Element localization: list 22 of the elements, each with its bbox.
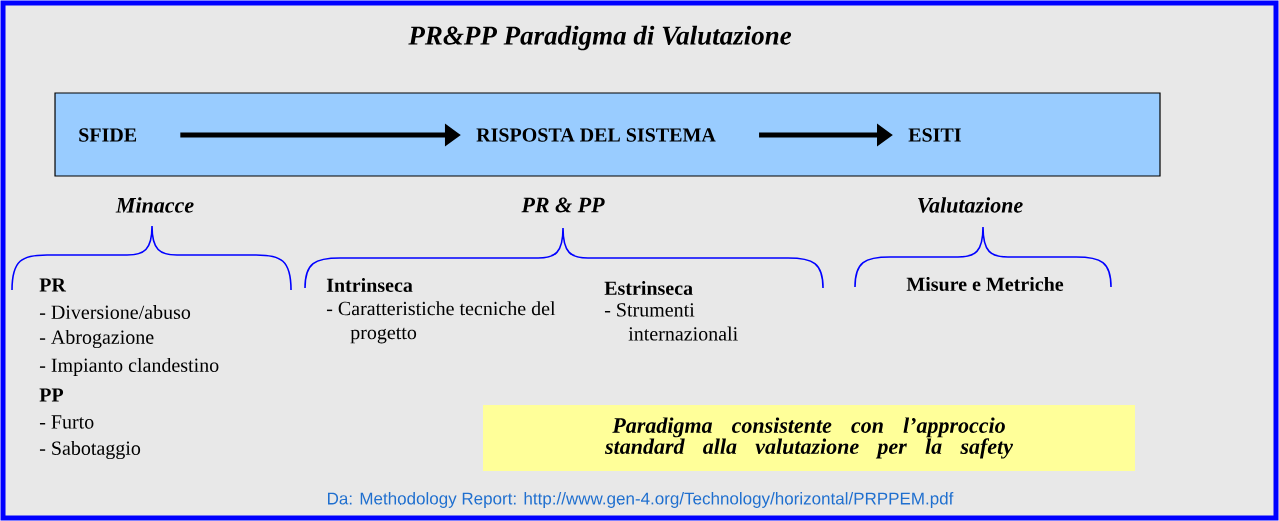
group-label: Misure e Metriche (906, 276, 1064, 292)
list-item: - Caratteristiche tecniche del progetto (326, 301, 556, 344)
list-item: - Impianto clandestino (39, 357, 219, 377)
group-label: PR (39, 278, 67, 292)
title: PR&PP Paradigma di Valutazione (408, 25, 792, 51)
list-item: - Diversione/abuso (39, 304, 191, 319)
group-label: Estrinseca (604, 280, 693, 295)
list-item: - Abrogazione (39, 329, 154, 349)
list-item: - Strumenti internazionali (604, 303, 738, 341)
stage-label: RISPOSTA DEL SISTEMA (476, 128, 716, 142)
heading-label: PR & PP (521, 197, 605, 213)
source-note: Da: Methodology Report: http://www.gen-4.org/Technology/horizontal/PRPPEM.pdf (328, 492, 954, 508)
stage-label: SFIDE (79, 128, 137, 142)
list-item: - Furto (39, 415, 94, 429)
group-label: Intrinseca (326, 277, 413, 292)
group-label: PP (39, 388, 64, 402)
band (54, 92, 1161, 177)
note-box: Paradigma consistente con l’approccio standard alla valutazione per la safety (483, 405, 1135, 471)
heading-label: Valutazione (918, 197, 1023, 213)
heading-label: Minacce (115, 197, 194, 213)
stage-label: ESITI (908, 128, 961, 142)
list-item: - Sabotaggio (39, 440, 141, 460)
